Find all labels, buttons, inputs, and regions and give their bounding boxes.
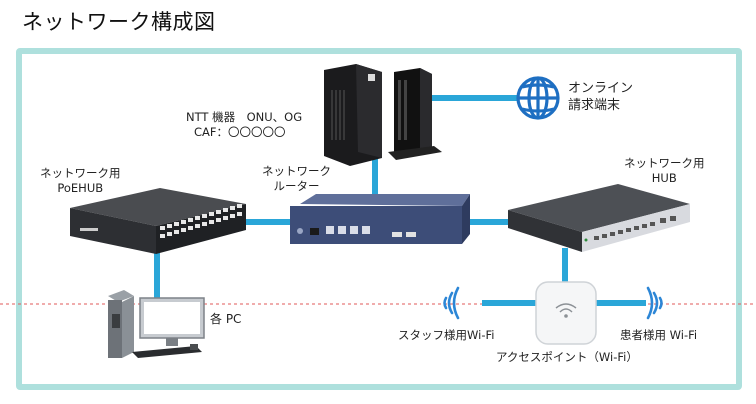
access-point-icon xyxy=(535,281,597,345)
staff-wifi-label: スタッフ様用Wi-Fi xyxy=(398,328,495,342)
router-line1: ネットワーク xyxy=(262,164,331,178)
hub-line2: HUB xyxy=(651,171,677,185)
router-label: ネットワーク ルーター xyxy=(262,164,331,194)
globe-icon xyxy=(516,76,560,120)
poe-hub-line1: ネットワーク用 xyxy=(40,166,121,180)
hub-line1: ネットワーク用 xyxy=(624,156,705,170)
patient-wifi-label: 患者様用 Wi-Fi xyxy=(620,328,698,342)
pc-label: 各 PC xyxy=(210,312,242,326)
ntt-og-device-icon xyxy=(388,68,442,160)
ntt-label-line2: CAF：〇〇〇〇〇 xyxy=(194,125,286,139)
switch-hub-icon xyxy=(508,184,690,252)
poe-hub-line2: PoEHUB xyxy=(57,181,104,195)
online-terminal-label: オンライン 請求端末 xyxy=(568,80,633,114)
wifi-signal-right-icon xyxy=(646,286,663,320)
online-terminal-line1: オンライン xyxy=(568,81,634,96)
ntt-label: NTT 機器 ONU、OG CAF：〇〇〇〇〇 xyxy=(186,110,302,140)
access-point-label: アクセスポイント（Wi-Fi） xyxy=(496,350,638,364)
diagram-title: ネットワーク構成図 xyxy=(22,10,216,34)
router-line2: ルーター xyxy=(273,179,320,193)
desktop-pc-icon xyxy=(108,290,205,358)
network-frame xyxy=(16,48,742,390)
router-icon xyxy=(290,194,470,244)
wifi-signal-left-icon xyxy=(443,286,460,320)
poe-switch-icon xyxy=(70,188,246,254)
poe-hub-label: ネットワーク用 PoEHUB xyxy=(40,166,121,196)
ntt-onu-device-icon xyxy=(324,64,382,166)
online-terminal-line2: 請求端末 xyxy=(568,98,621,113)
hub-label: ネットワーク用 HUB xyxy=(624,156,705,186)
ntt-label-line1: NTT 機器 ONU、OG xyxy=(186,110,303,124)
